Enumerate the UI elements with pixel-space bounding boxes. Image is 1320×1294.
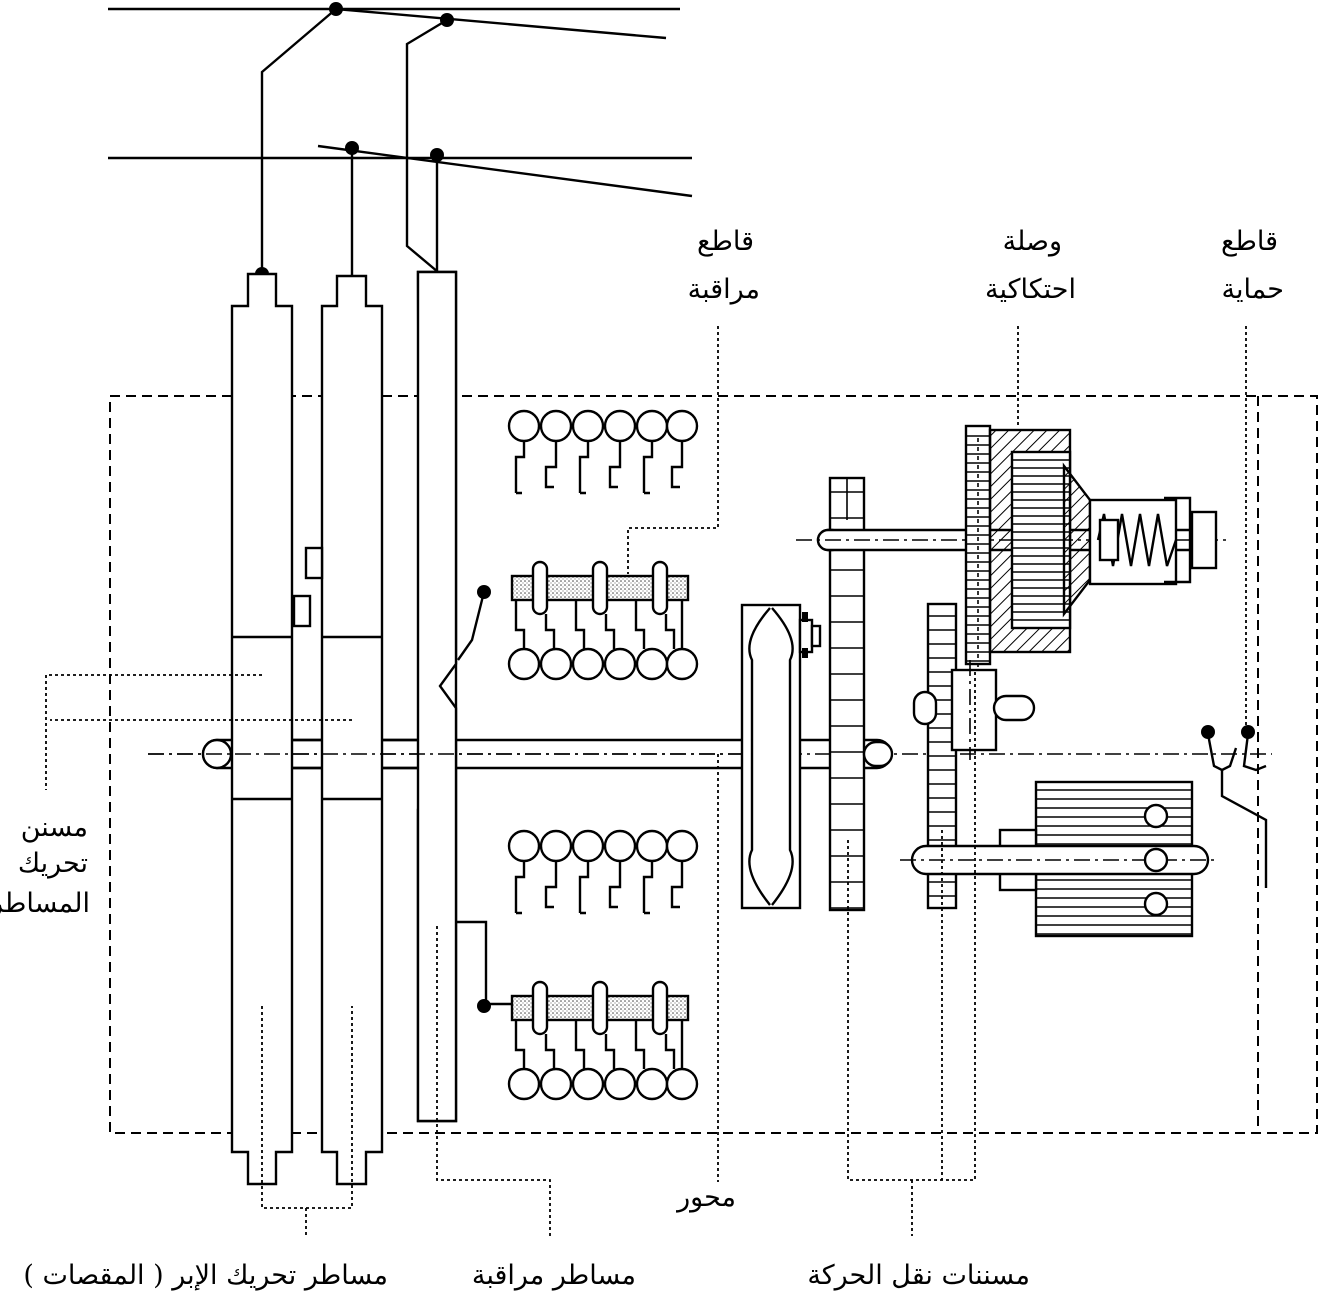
contact-roller — [665, 409, 699, 443]
monitor-lever-lower — [477, 999, 512, 1013]
contact-roller — [507, 647, 541, 681]
contact-finger-icon — [578, 441, 590, 495]
contact-roller — [603, 829, 637, 863]
label-friction-coupling-line2: احتكاكية — [985, 274, 1076, 305]
contact-finger-icon — [634, 600, 646, 649]
contact-finger-icon — [670, 861, 684, 909]
label-rod-drive-gear-line3: المساطر — [0, 888, 90, 919]
contact-roller — [635, 829, 669, 863]
linkage-wires — [108, 7, 693, 278]
label-monitor-rods: مساطر مراقبة — [472, 1260, 636, 1291]
contact-group-middle — [507, 560, 699, 681]
contact-finger-icon — [514, 600, 526, 649]
label-rod-drive-gear-line2: تحريك — [18, 848, 88, 879]
contact-finger-icon — [544, 614, 556, 649]
needle-rod-left — [230, 272, 294, 1186]
cutter-slider — [591, 980, 609, 1036]
contact-roller — [665, 829, 699, 863]
contact-finger-icon — [574, 600, 586, 649]
label-cutter-protection-line2: حماية — [1221, 274, 1284, 305]
contact-finger-icon — [634, 1020, 646, 1069]
contact-finger-icon — [608, 441, 622, 489]
cutter-slider — [651, 980, 669, 1036]
label-friction-coupling-line1: وصلة — [1003, 226, 1062, 257]
cutter-slider — [651, 560, 669, 616]
contact-group-lower — [507, 829, 699, 915]
contact-roller — [507, 829, 541, 863]
drive-drum — [740, 603, 822, 910]
friction-coupling — [964, 424, 1218, 667]
label-axis: محور — [675, 1182, 736, 1213]
contact-roller — [603, 1067, 637, 1101]
contact-finger-icon — [544, 861, 558, 909]
contact-finger-icon — [544, 441, 558, 489]
label-cutter-protection-line1: قاطع — [1221, 226, 1278, 257]
contact-finger-icon — [514, 861, 526, 915]
contact-finger-icon — [514, 1020, 526, 1069]
wire-pivot-icons — [255, 2, 454, 281]
label-transmission-gears: مسننات نقل الحركة — [807, 1260, 1030, 1291]
transmission-gear-hub — [912, 660, 1036, 760]
label-cutter-protection: قاطع حماية — [1221, 226, 1284, 305]
label-friction-coupling: وصلة احتكاكية — [985, 226, 1076, 305]
needle-rod-right — [292, 274, 384, 1186]
label-cutter-monitor: قاطع مراقبة — [688, 226, 760, 305]
monitor-lever-upper — [457, 585, 491, 661]
contact-roller — [539, 829, 573, 863]
leader-lines — [45, 326, 1247, 1236]
contact-finger-icon — [604, 1034, 616, 1069]
contact-roller — [539, 647, 573, 681]
contact-roller — [635, 1067, 669, 1101]
contact-finger-icon — [604, 614, 616, 649]
contact-finger-icon — [642, 441, 654, 495]
contact-roller — [603, 647, 637, 681]
contact-roller — [665, 1067, 699, 1101]
monitor-rod — [416, 270, 488, 1123]
contact-finger-icon — [670, 441, 684, 489]
contact-roller — [635, 647, 669, 681]
contact-roller — [539, 409, 573, 443]
contact-roller — [539, 1067, 573, 1101]
contact-roller — [571, 409, 605, 443]
contact-finger-icon — [544, 1034, 556, 1069]
label-needle-rods: مساطر تحريك الإبر ( المقصات ) — [23, 1260, 388, 1291]
contact-finger-icon — [608, 861, 622, 909]
contact-roller — [507, 409, 541, 443]
contact-finger-icon — [514, 441, 526, 495]
contact-roller — [635, 409, 669, 443]
contact-roller — [603, 409, 637, 443]
contact-group-top — [507, 409, 699, 495]
motor-block — [900, 780, 1215, 938]
cutter-slider — [531, 980, 549, 1036]
contact-roller — [571, 1067, 605, 1101]
contact-finger-icon — [578, 861, 590, 915]
contact-finger-icon — [574, 1020, 586, 1069]
label-cutter-monitor-line1: قاطع — [697, 226, 754, 257]
protection-cutter — [1201, 725, 1268, 888]
label-rod-drive-gear-line1: مسنن — [21, 812, 88, 843]
contact-group-bottom — [507, 980, 699, 1101]
contact-roller — [507, 1067, 541, 1101]
contact-finger-icon — [642, 861, 654, 915]
shaft-end — [862, 740, 894, 768]
contact-finger-icon — [664, 1034, 676, 1069]
contact-roller — [571, 647, 605, 681]
spring-seat — [1098, 518, 1120, 562]
label-cutter-monitor-line2: مراقبة — [688, 274, 760, 305]
contact-finger-icon — [664, 614, 676, 649]
label-rod-drive-gear: مسنن تحريك المساطر — [0, 812, 90, 919]
cutter-slider — [531, 560, 549, 616]
housing-outline — [109, 395, 1318, 1134]
compression-spring-icon — [1096, 513, 1178, 567]
contact-roller — [665, 647, 699, 681]
cutter-slider — [591, 560, 609, 616]
contact-roller — [571, 829, 605, 863]
